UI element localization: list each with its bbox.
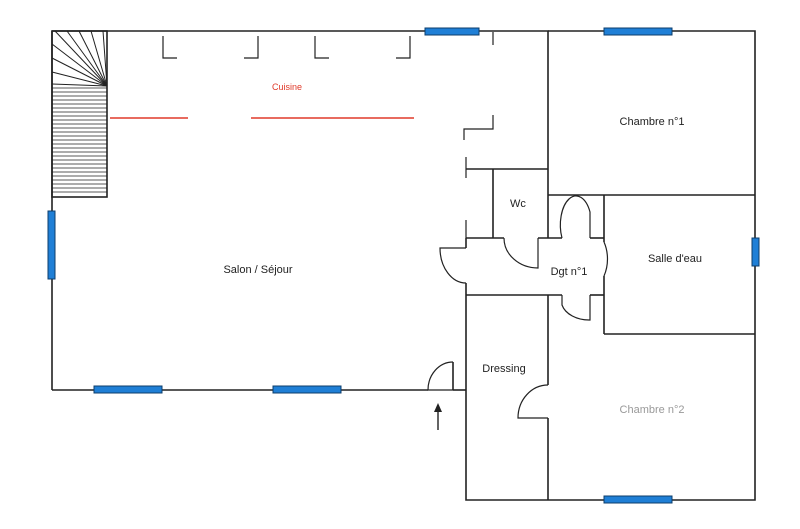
- interior-walls: [452, 168, 755, 500]
- stair-winder-line: [90, 30, 108, 87]
- window: [272, 385, 342, 394]
- partition-stubs: [162, 32, 494, 238]
- room-label-dressing: Dressing: [482, 363, 525, 375]
- window: [424, 27, 480, 36]
- door-swings: [427, 195, 609, 419]
- stair-winder-line: [51, 57, 108, 87]
- room-label-cuisine: Cuisine: [272, 82, 302, 92]
- stair-winder-line: [51, 71, 108, 87]
- room-label-wc: Wc: [510, 198, 526, 210]
- stair-winder-line: [54, 30, 108, 87]
- stair-winder-line: [66, 30, 108, 87]
- window: [93, 385, 163, 394]
- stair-winder-line: [51, 43, 108, 87]
- window: [603, 495, 673, 504]
- window: [47, 210, 56, 280]
- room-label-salon: Salon / Séjour: [223, 264, 292, 276]
- stair-winder-line: [78, 30, 108, 87]
- room-label-salle-eau: Salle d'eau: [648, 253, 702, 265]
- room-label-chambre2: Chambre n°2: [620, 404, 685, 416]
- window: [603, 27, 673, 36]
- room-label-dgt: Dgt n°1: [551, 266, 588, 278]
- stair-icon: [51, 30, 108, 198]
- stair-winder-line: [102, 30, 108, 87]
- outer-walls: [51, 30, 756, 501]
- window: [751, 237, 760, 267]
- windows: [47, 27, 760, 504]
- entry-arrow-icon: [434, 403, 442, 430]
- room-label-chambre1: Chambre n°1: [620, 116, 685, 128]
- stair-winder-line: [51, 83, 108, 87]
